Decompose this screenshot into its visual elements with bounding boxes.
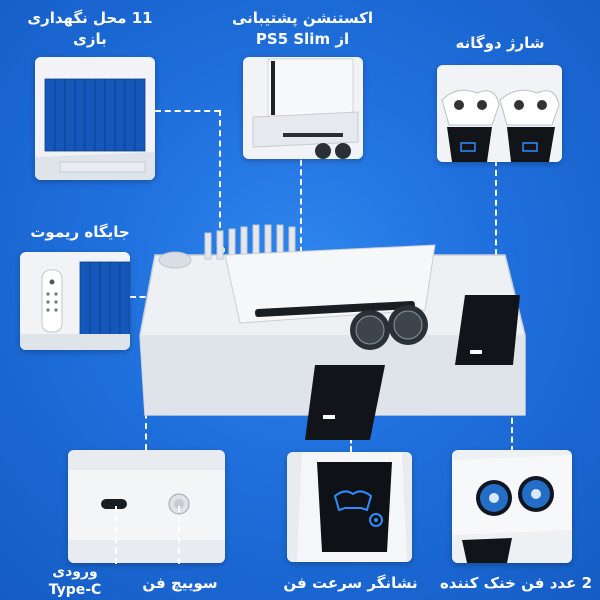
fan-switch-label: سوییچ فن — [142, 574, 218, 592]
connector-line-storage — [155, 110, 220, 112]
game-cases-image — [35, 57, 155, 180]
port-pointer-line — [115, 506, 117, 564]
storage-label-line1: 11 محل نگهداری — [27, 9, 153, 27]
switch-pointer-line — [178, 506, 180, 564]
speed-indicator-panel — [287, 452, 412, 562]
charging-stand-image — [135, 215, 530, 450]
speed-indicator-label: نشانگر سرعت فن — [283, 574, 418, 592]
slim-console-image — [243, 57, 363, 159]
connector-line-storage-down — [219, 110, 221, 248]
input-port-label: ورودی Type-C — [40, 563, 110, 599]
cooling-fans-label: 2 عدد فن خنک کننده — [439, 574, 592, 592]
input-port-label-line1: ورودی — [52, 564, 98, 580]
remote-holder-label: جایگاه ریموت — [30, 223, 130, 241]
slim-label: اکستنشن پشتیبانی از PS5 Slim — [220, 8, 385, 50]
storage-label-line2: بازی — [73, 30, 107, 48]
controllers-image — [437, 65, 562, 162]
cooling-fans-panel — [452, 450, 572, 563]
storage-panel — [35, 57, 155, 180]
connector-line-slim — [300, 150, 302, 282]
remote-image — [20, 252, 130, 350]
input-port-label-line2: Type-C — [48, 582, 102, 598]
cooling-fans-image — [452, 450, 572, 563]
ports-image — [68, 450, 225, 563]
slim-label-line1: اکستنشن پشتیبانی — [231, 9, 374, 27]
storage-label: 11 محل نگهداری بازی — [20, 8, 160, 50]
speed-indicator-image — [287, 452, 412, 562]
dual-charge-label: شارژ دوگانه — [455, 34, 545, 52]
remote-holder-panel — [20, 252, 130, 350]
slim-panel — [243, 57, 363, 159]
slim-label-line2: از PS5 Slim — [255, 30, 350, 48]
connector-line-dual — [495, 160, 497, 295]
dual-charge-panel — [437, 65, 562, 162]
ports-panel — [68, 450, 225, 563]
connector-line-fans-down — [511, 380, 513, 452]
